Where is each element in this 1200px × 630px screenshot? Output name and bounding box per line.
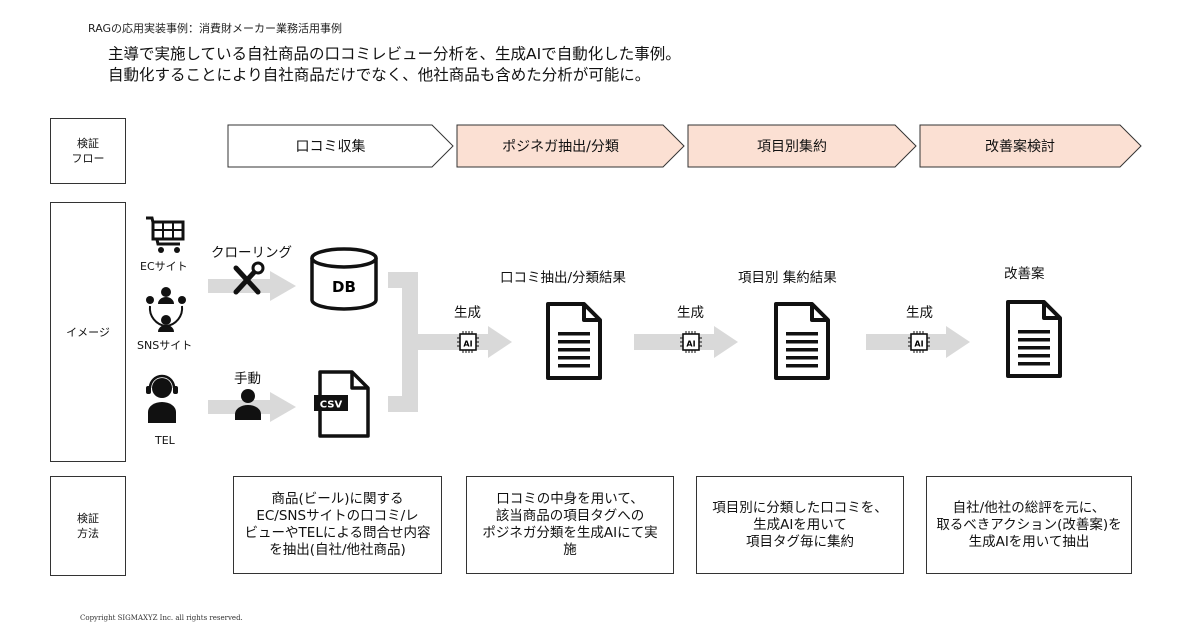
person-icon xyxy=(235,389,261,420)
row-label-flow: 検証 フロー xyxy=(50,118,126,184)
headset-operator-icon xyxy=(146,374,178,423)
flow-step-3-shape xyxy=(687,124,917,168)
method-box-aggregation: 項目別に分類した口コミを、 生成AIを用いて 項目タグ毎に集約 xyxy=(696,476,904,574)
generate-label-3: 生成 xyxy=(906,305,933,321)
svg-text:AI: AI xyxy=(686,340,695,349)
method-text: 口コミの中身を用いて、 該当商品の項目タグへの ポジネガ分類を生成AIにて実 施 xyxy=(482,491,658,558)
flow-step-4-label: 改善案検討 xyxy=(985,139,1055,155)
result-label-improvement: 改善案 xyxy=(1004,266,1045,282)
svg-text:AI: AI xyxy=(463,340,472,349)
tools-icon xyxy=(233,261,265,295)
row-label-method-text: 検証 方法 xyxy=(77,512,99,540)
row-label-image: イメージ xyxy=(50,202,126,462)
svg-text:DB: DB xyxy=(332,278,356,296)
row-label-image-text: イメージ xyxy=(66,325,110,339)
method-box-improvement: 自社/他社の総評を元に、 取るべきアクション(改善案)を 生成AIを用いて抽出 xyxy=(926,476,1132,574)
database-icon: DB xyxy=(310,247,378,311)
flow-step-1-label: 口コミ収集 xyxy=(295,139,366,155)
document-icon xyxy=(774,302,830,380)
ec-site-label: ECサイト xyxy=(140,260,188,273)
method-box-classification: 口コミの中身を用いて、 該当商品の項目タグへの ポジネガ分類を生成AIにて実 施 xyxy=(466,476,674,574)
page-headline: 主導で実施している自社商品の口コミレビュー分析を、生成AIで自動化した事例。 自… xyxy=(108,44,681,86)
headline-line-1: 主導で実施している自社商品の口コミレビュー分析を、生成AIで自動化した事例。 xyxy=(108,45,681,63)
headline-line-2: 自動化することにより自社商品だけでなく、他社商品も含めた分析が可能に。 xyxy=(108,66,651,84)
manual-label: 手動 xyxy=(234,371,261,387)
method-text: 商品(ビール)に関する EC/SNSサイトの口コミ/レ ビューやTELによる問合… xyxy=(244,491,431,558)
shopping-cart-icon xyxy=(146,216,185,253)
method-text: 項目別に分類した口コミを、 生成AIを用いて 項目タグ毎に集約 xyxy=(712,499,888,550)
result-label-aggregation: 項目別 集約結果 xyxy=(738,270,837,286)
csv-file-icon: CSV xyxy=(314,370,370,438)
ai-chip-icon: AI xyxy=(456,330,480,354)
tel-label: TEL xyxy=(155,434,175,447)
svg-text:AI: AI xyxy=(914,340,923,349)
result-label-extraction: 口コミ抽出/分類結果 xyxy=(500,270,627,286)
flow-step-3-label: 項目別集約 xyxy=(757,139,827,155)
breadcrumb: RAGの応用実装事例：消費財メーカー業務活用事例 xyxy=(88,22,343,35)
document-icon xyxy=(546,302,602,380)
copyright: Copyright SIGMAXYZ Inc. all rights reser… xyxy=(80,614,243,622)
sns-site-label: SNSサイト xyxy=(137,339,193,352)
people-network-icon xyxy=(146,287,186,332)
row-label-method: 検証 方法 xyxy=(50,476,126,576)
flow-step-2-shape xyxy=(456,124,685,168)
method-text: 自社/他社の総評を元に、 取るべきアクション(改善案)を 生成AIを用いて抽出 xyxy=(936,499,1122,550)
flow-step-4-shape xyxy=(919,124,1142,168)
method-box-collection: 商品(ビール)に関する EC/SNSサイトの口コミ/レ ビューやTELによる問合… xyxy=(233,476,442,574)
ai-chip-icon: AI xyxy=(907,330,931,354)
document-icon xyxy=(1006,300,1062,378)
flow-step-1-shape xyxy=(227,124,454,168)
ai-chip-icon: AI xyxy=(679,330,703,354)
row-label-flow-text: 検証 フロー xyxy=(71,137,105,165)
merge-bracket xyxy=(388,272,428,412)
flow-step-2-label: ポジネガ抽出/分類 xyxy=(502,139,619,155)
crawling-label: クローリング xyxy=(211,245,292,261)
generate-label-1: 生成 xyxy=(454,305,481,321)
svg-text:CSV: CSV xyxy=(320,400,343,411)
generate-label-2: 生成 xyxy=(677,305,704,321)
